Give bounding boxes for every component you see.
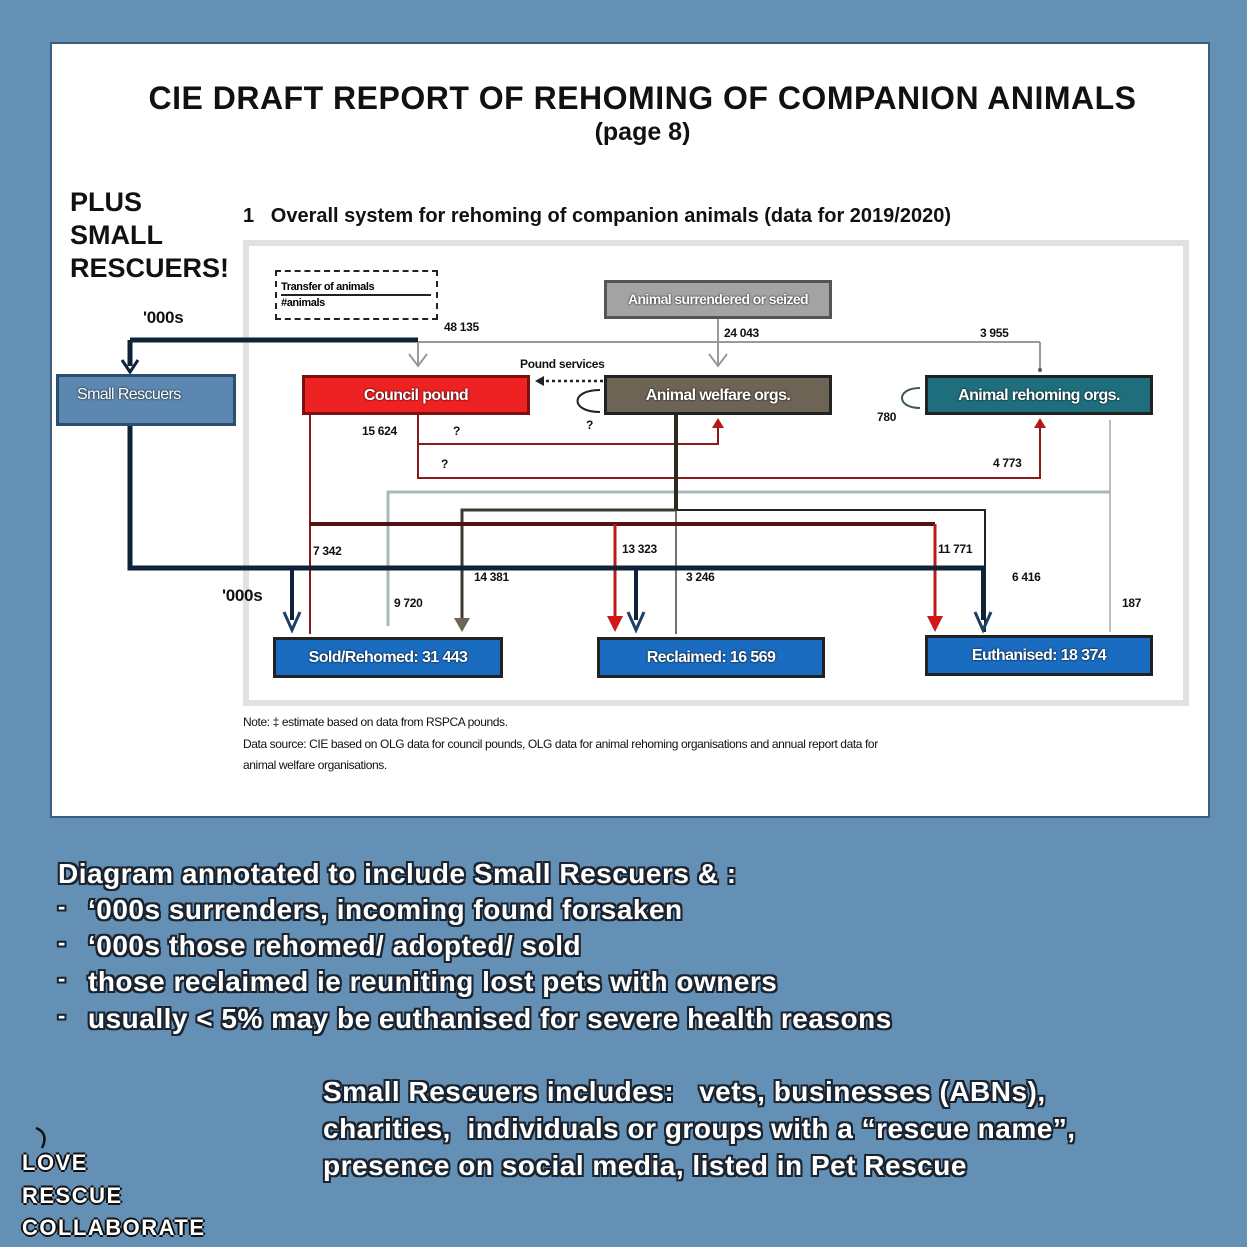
arrowhead-council-rehoming (1034, 418, 1046, 428)
welfare-to-euthanised (676, 509, 986, 632)
welfare-self-loop (576, 389, 601, 413)
label-q2: ? (586, 418, 594, 432)
label-7342: 7 342 (313, 544, 342, 558)
arrowhead-council-welfare (712, 418, 724, 428)
label-pound-services: Pound services (520, 357, 605, 371)
arrowhead-small-rescuers (120, 359, 140, 375)
annotation-bullet: ‘000s those rehomed/ adopted/ sold (88, 930, 582, 961)
plus-line: RESCUERS! (70, 253, 230, 283)
bullet-dash: - (58, 1003, 66, 1028)
outcome-euthanised: Euthanised: 18 374 (925, 635, 1153, 676)
includes-line: presence on social media, listed in Pet … (323, 1150, 967, 1181)
label-3246: 3 246 (686, 570, 715, 584)
annotation-bullet: usually < 5% may be euthanised for sever… (88, 1003, 892, 1034)
arrowhead-council-reclaimed (607, 616, 623, 632)
label-3955: 3 955 (980, 326, 1009, 340)
legend-count: #animals (281, 297, 325, 309)
page-title: CIE DRAFT REPORT OF REHOMING OF COMPANIO… (148, 80, 1137, 116)
annotation-bullet: ‘000s surrenders, incoming found forsake… (88, 894, 683, 925)
figure-source-cont: animal welfare organisations. (243, 758, 387, 772)
label-thousands-top: '000s (143, 308, 184, 327)
page-subtitle: (page 8) (594, 118, 691, 146)
bullet-dash: - (58, 894, 66, 919)
small-rescuers-out (127, 426, 985, 571)
logo-line-rescue: RESCUE (22, 1183, 123, 1208)
annotation-heading: Diagram annotated to include Small Rescu… (58, 858, 737, 889)
label-187: 187 (1122, 596, 1142, 610)
label-9720: 9 720 (394, 596, 423, 610)
plus-small-rescuers-note: PLUS SMALL RESCUERS! (70, 186, 229, 285)
label-24043: 24 043 (724, 326, 759, 340)
welfare-to-sold (460, 508, 676, 622)
label-q1: ? (453, 424, 461, 438)
plus-line: PLUS (70, 187, 143, 217)
label-thousands-bottom: '000s (222, 586, 263, 605)
logo-line-collaborate: COLLABORATE (22, 1215, 206, 1240)
label-6416: 6 416 (1012, 570, 1041, 584)
arrowhead-sr-euthanised (973, 611, 993, 634)
pound-services-arrowhead (535, 376, 544, 386)
figure-source: Data source: CIE based on OLG data for c… (243, 737, 878, 751)
arrowhead-sr-sold (282, 611, 302, 634)
label-11771: 11 771 (938, 542, 973, 556)
node-surrendered: Animal surrendered or seized (604, 280, 832, 319)
label-48135: 48 135 (444, 320, 479, 334)
node-small-rescuers: Small Rescuers (56, 374, 236, 426)
label-13323: 13 323 (622, 542, 657, 556)
legend-transfer: Transfer of animals (281, 280, 431, 296)
council-to-rehoming (417, 424, 1041, 479)
rehoming-to-sold (386, 490, 1110, 626)
outcome-reclaimed: Reclaimed: 16 569 (597, 637, 825, 678)
council-to-welfare (417, 415, 719, 445)
arrowhead-council-euthanised (927, 616, 943, 632)
legend-box: Transfer of animals #animals (275, 270, 438, 320)
plus-line: SMALL (70, 220, 163, 250)
rehoming-self-loop (901, 387, 921, 409)
label-780: 780 (877, 410, 897, 424)
arrowhead-council (408, 353, 428, 368)
outcome-sold-rehomed: Sold/Rehomed: 31 443 (273, 637, 503, 678)
arrowhead-rehoming (1038, 368, 1042, 372)
node-council-pound: Council pound (302, 375, 530, 415)
annotation-bullet: those reclaimed ie reuniting lost pets w… (88, 966, 778, 997)
label-14381: 14 381 (474, 570, 509, 584)
bullet-dash: - (58, 930, 66, 955)
label-15624: 15 624 (362, 424, 397, 438)
figure-title: 1 Overall system for rehoming of compani… (243, 205, 952, 227)
arrowhead-welfare (708, 353, 728, 368)
figure-note: Note: ‡ estimate based on data from RSPC… (243, 715, 508, 729)
node-animal-rehoming: Animal rehoming orgs. (925, 375, 1153, 415)
node-animal-welfare: Animal welfare orgs. (604, 375, 832, 415)
includes-line: Small Rescuers includes: vets, businesse… (323, 1076, 1046, 1107)
label-q3: ? (441, 457, 449, 471)
logo-line-love: LOVE (22, 1150, 88, 1175)
arrowhead-welfare-sold (454, 618, 470, 632)
arrowhead-sr-reclaimed (626, 611, 646, 634)
label-4773: 4 773 (993, 456, 1022, 470)
includes-line: charities, individuals or groups with a … (323, 1113, 1076, 1144)
bullet-dash: - (58, 966, 66, 991)
